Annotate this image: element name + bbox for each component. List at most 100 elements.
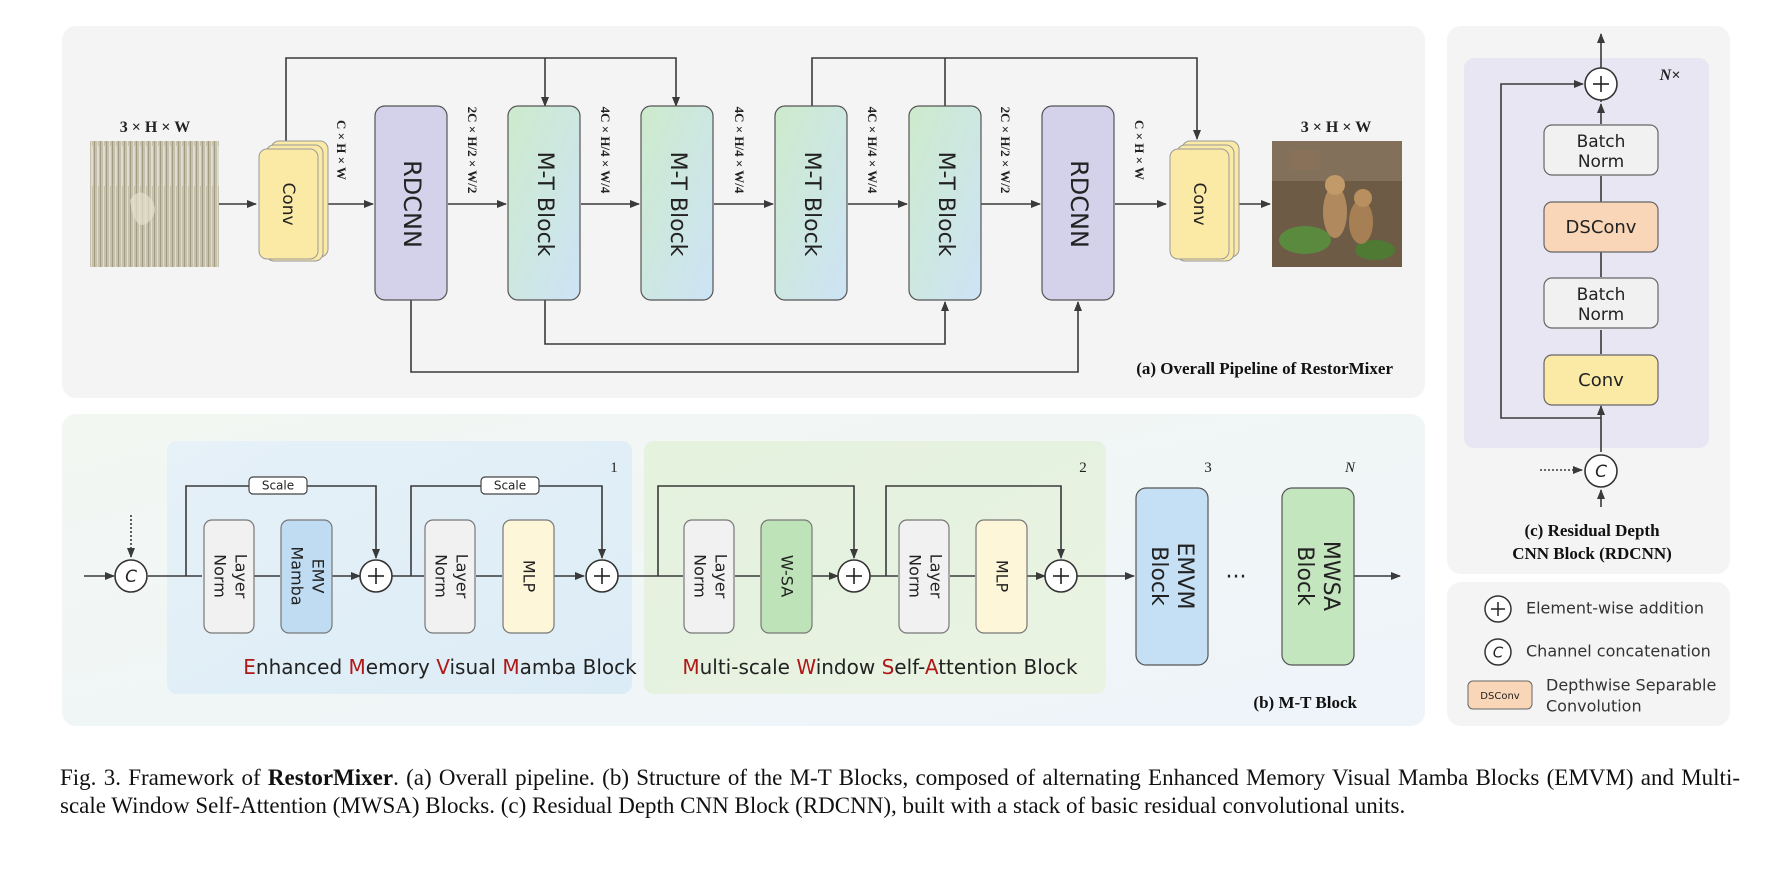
- batchnorm-block-bottom: Batch Norm: [1543, 277, 1659, 329]
- mwsa-group-name: Multi-scale Window Self-Attention Block: [682, 655, 1078, 679]
- mt-block-label: M-T Block: [532, 152, 557, 257]
- repeat-label: N×: [1659, 67, 1681, 84]
- mt-block-label: M-T Block: [799, 152, 824, 257]
- wsa-block: W-SA: [760, 519, 813, 634]
- layernorm-line1: Layer: [232, 554, 251, 599]
- batchnorm-line1: Batch: [1577, 132, 1626, 152]
- input-size-label: 3 × H × W: [120, 119, 190, 136]
- emvm-group-number: 1: [610, 460, 618, 476]
- mwsa-block-n: MWSA Block: [1281, 487, 1355, 666]
- batchnorm-line1: Batch: [1577, 285, 1626, 305]
- group-name-part: S: [882, 655, 895, 679]
- concat-symbol: C: [125, 567, 137, 587]
- emv-line1: EMV: [309, 559, 328, 594]
- dim-label-6: 2C × H/2 × W/2: [998, 107, 1013, 194]
- add-node-1: [359, 559, 393, 593]
- legend-dsconv-swatch-label: DSConv: [1480, 691, 1519, 702]
- rdcnn-block-decoder: RDCNN: [1041, 105, 1115, 301]
- rdcnn-label: RDCNN: [398, 160, 426, 248]
- mt-block-4: M-T Block: [908, 105, 982, 301]
- batchnorm-line2: Norm: [1578, 152, 1624, 172]
- dim-label-1: C × H × W: [334, 120, 349, 180]
- group-name-part: M: [682, 655, 699, 679]
- conv-block-c: Conv: [1543, 354, 1659, 406]
- panel-b-title: (b) M-T Block: [1253, 693, 1357, 712]
- conv-input-block: Conv: [258, 140, 329, 262]
- group-name-part: M: [502, 655, 519, 679]
- panel-a-title: (a) Overall Pipeline of RestorMixer: [1136, 359, 1393, 378]
- layernorm-line2: Norm: [906, 554, 925, 598]
- group-name-part: emory: [366, 655, 436, 679]
- emvm-block-3: EMVM Block: [1135, 487, 1209, 666]
- legend-concat-label: Channel concatenation: [1526, 642, 1711, 661]
- add-node-2: [585, 559, 619, 593]
- dsconv-block: DSConv: [1543, 201, 1659, 253]
- panel-b: C Scale Scale Layer Norm EMV Mamba: [62, 414, 1425, 726]
- mt-block-label: M-T Block: [933, 152, 958, 257]
- dim-label-3: 4C × H/4 × W/4: [598, 107, 613, 194]
- mlp-block-2: MLP: [975, 519, 1028, 634]
- blockN-line2: Block: [1292, 546, 1317, 606]
- block3-line2: Block: [1146, 546, 1171, 606]
- ellipsis: ···: [1226, 565, 1247, 590]
- mwsa-group-number: 2: [1079, 460, 1087, 476]
- caption-prefix: Fig. 3. Framework of: [60, 765, 268, 790]
- group-name-part: ttention Block: [938, 655, 1078, 679]
- mt-block-3: M-T Block: [774, 105, 848, 301]
- wsa-label: W-SA: [778, 555, 797, 597]
- mt-block-label: M-T Block: [665, 152, 690, 257]
- group-name-part: elf-: [894, 655, 925, 679]
- blockN-number: N: [1344, 460, 1356, 476]
- group-name-part: isual: [450, 655, 503, 679]
- panel-a-connectors: [219, 57, 1271, 373]
- concat-node-c: C: [1584, 454, 1618, 488]
- layernorm-line1: Layer: [712, 554, 731, 599]
- dim-label-2: 2C × H/2 × W/2: [465, 107, 480, 194]
- block3-number: 3: [1204, 460, 1212, 476]
- blockN-line1: MWSA: [1318, 541, 1343, 611]
- emv-mamba-block: EMV Mamba: [280, 519, 333, 634]
- dim-label-4: 4C × H/4 × W/4: [732, 107, 747, 194]
- concat-node-b: C: [114, 559, 148, 593]
- panel-c: N× Batch Norm DSConv Batch Norm Conv C (…: [1447, 26, 1730, 574]
- add-node-4: [1044, 559, 1078, 593]
- layernorm-block-1: Layer Norm: [203, 519, 255, 634]
- block3-line1: EMVM: [1172, 543, 1197, 610]
- group-name-part: nhanced: [256, 655, 349, 679]
- layernorm-line1: Layer: [927, 554, 946, 599]
- legend-concat-icon: C: [1484, 638, 1512, 666]
- caption-bold: RestorMixer: [267, 765, 394, 790]
- legend-addition-label: Element-wise addition: [1526, 599, 1704, 618]
- layernorm-block-3: Layer Norm: [683, 519, 735, 634]
- dim-label-7: C × H × W: [1132, 120, 1147, 180]
- group-name-part: indow: [816, 655, 882, 679]
- scale-tag-2: Scale: [480, 476, 540, 495]
- add-node-c: [1584, 67, 1618, 101]
- rdcnn-block-encoder: RDCNN: [374, 105, 448, 301]
- rdcnn-label: RDCNN: [1065, 160, 1093, 248]
- group-name-part: amba Block: [520, 655, 638, 679]
- layernorm-block-4: Layer Norm: [898, 519, 950, 634]
- panel-c-title-line2: CNN Block (RDCNN): [1512, 544, 1672, 563]
- conv-label: Conv: [1578, 370, 1624, 391]
- framework-figure: 3 × H × W 3 × H × W: [62, 26, 1730, 726]
- dim-label-5: 4C × H/4 × W/4: [865, 107, 880, 194]
- mt-block-1: M-T Block: [507, 105, 581, 301]
- panel-a: 3 × H × W 3 × H × W: [62, 26, 1425, 398]
- group-name-part: ulti-scale: [700, 655, 797, 679]
- caption-rest: . (a) Overall pipeline. (b) Structure of…: [60, 765, 1740, 818]
- scale-label: Scale: [494, 479, 526, 493]
- input-noisy-image: [90, 141, 219, 267]
- layernorm-line2: Norm: [691, 554, 710, 598]
- figure-caption: Fig. 3. Framework of RestorMixer. (a) Ov…: [60, 764, 1740, 820]
- legend-dsconv-swatch: DSConv: [1467, 680, 1533, 710]
- layernorm-line1: Layer: [453, 554, 472, 599]
- mlp-block-1: MLP: [502, 519, 555, 634]
- concat-symbol: C: [1595, 462, 1607, 482]
- output-size-label: 3 × H × W: [1301, 119, 1371, 136]
- group-name-part: V: [436, 655, 450, 679]
- batchnorm-block-top: Batch Norm: [1543, 124, 1659, 176]
- group-name-part: A: [925, 655, 939, 679]
- mlp-label: MLP: [520, 560, 539, 593]
- emvm-group-name: Enhanced Memory Visual Mamba Block: [243, 655, 637, 679]
